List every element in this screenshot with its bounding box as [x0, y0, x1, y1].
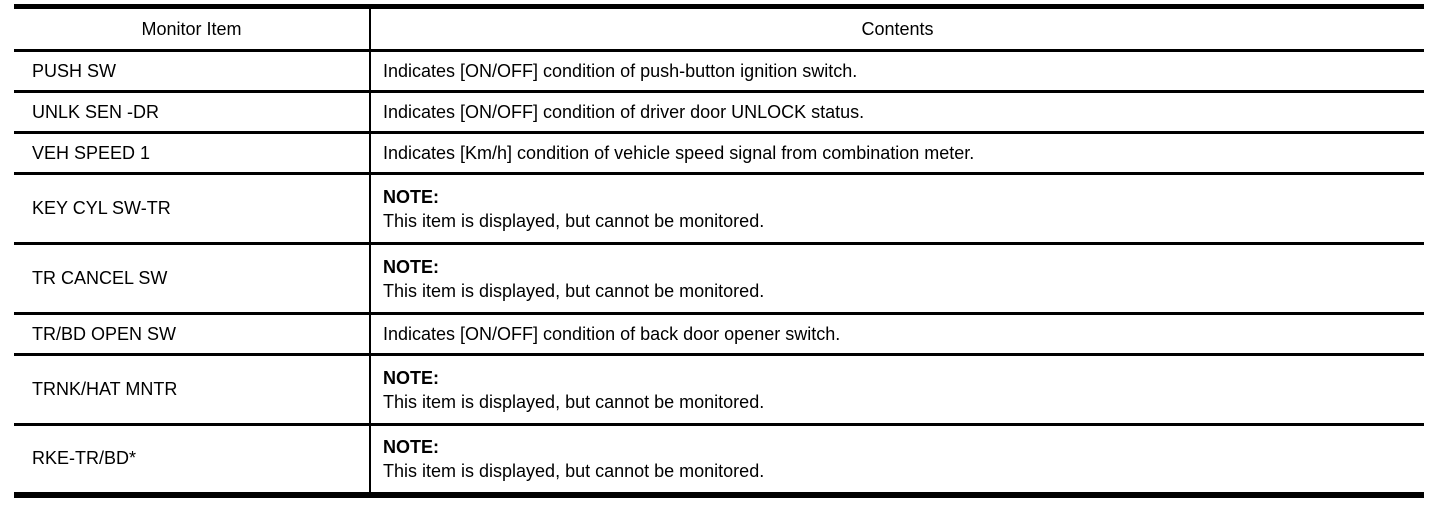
table-body: PUSH SW Indicates [ON/OFF] condition of … [14, 50, 1424, 495]
contents-cell: Indicates [ON/OFF] condition of driver d… [370, 92, 1424, 133]
contents-text: Indicates [Km/h] condition of vehicle sp… [383, 142, 975, 163]
contents-column-header: Contents [370, 6, 1424, 52]
table-row: KEY CYL SW-TR NOTE: This item is display… [14, 173, 1424, 244]
table-row: TR/BD OPEN SW Indicates [ON/OFF] conditi… [14, 313, 1424, 355]
table-row: VEH SPEED 1 Indicates [Km/h] condition o… [14, 132, 1424, 174]
note-label: NOTE: [383, 367, 439, 388]
table-header-row: Monitor Item Contents [14, 6, 1424, 52]
monitor-item-cell: UNLK SEN -DR [14, 91, 371, 133]
contents-cell: Indicates [ON/OFF] condition of push-but… [370, 51, 1424, 92]
table-row: TRNK/HAT MNTR NOTE: This item is display… [14, 354, 1424, 425]
note-label: NOTE: [383, 186, 439, 207]
contents-cell: Indicates [ON/OFF] condition of back doo… [370, 314, 1424, 355]
note-label: NOTE: [383, 256, 439, 277]
note-label: NOTE: [383, 436, 439, 457]
monitor-item-cell: PUSH SW [14, 50, 371, 92]
contents-cell: NOTE: This item is displayed, but cannot… [370, 425, 1424, 495]
monitor-item-cell: KEY CYL SW-TR [14, 173, 371, 244]
table-row: PUSH SW Indicates [ON/OFF] condition of … [14, 50, 1424, 92]
contents-cell: NOTE: This item is displayed, but cannot… [370, 244, 1424, 314]
monitor-item-cell: TRNK/HAT MNTR [14, 354, 371, 425]
contents-text: Indicates [ON/OFF] condition of driver d… [383, 101, 865, 122]
monitor-item-table: Monitor Item Contents PUSH SW Indicates … [14, 4, 1424, 498]
contents-text: Indicates [ON/OFF] condition of push-but… [383, 60, 858, 81]
contents-cell: Indicates [Km/h] condition of vehicle sp… [370, 133, 1424, 174]
table-row: RKE-TR/BD* NOTE: This item is displayed,… [14, 424, 1424, 495]
monitor-item-column-header: Monitor Item [14, 6, 371, 52]
contents-text: This item is displayed, but cannot be mo… [383, 280, 765, 301]
contents-cell: NOTE: This item is displayed, but cannot… [370, 174, 1424, 244]
contents-text: This item is displayed, but cannot be mo… [383, 460, 765, 481]
contents-cell: NOTE: This item is displayed, but cannot… [370, 355, 1424, 425]
table-row: UNLK SEN -DR Indicates [ON/OFF] conditio… [14, 91, 1424, 133]
contents-text: This item is displayed, but cannot be mo… [383, 391, 765, 412]
monitor-item-cell: VEH SPEED 1 [14, 132, 371, 174]
contents-text: This item is displayed, but cannot be mo… [383, 210, 765, 231]
contents-text: Indicates [ON/OFF] condition of back doo… [383, 323, 841, 344]
monitor-item-cell: TR/BD OPEN SW [14, 313, 371, 355]
table-row: TR CANCEL SW NOTE: This item is displaye… [14, 243, 1424, 314]
monitor-item-cell: TR CANCEL SW [14, 243, 371, 314]
monitor-item-cell: RKE-TR/BD* [14, 424, 371, 495]
